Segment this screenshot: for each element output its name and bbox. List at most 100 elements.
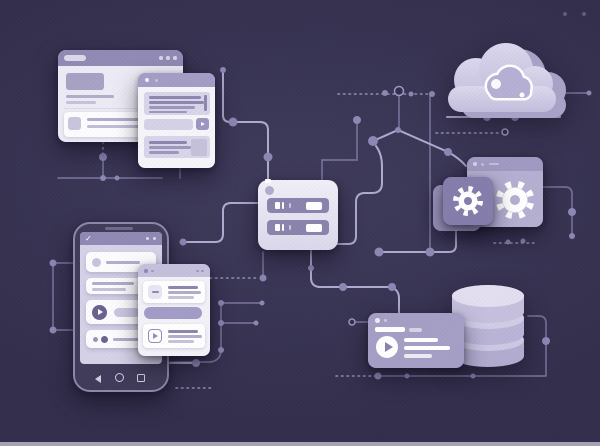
inner-cloud-icon [484,64,533,101]
slot-led [306,201,322,210]
play-icon [384,342,393,352]
skeleton-line [168,286,198,289]
settings-window-titlebar [467,157,543,171]
skeleton-line [404,338,438,342]
nav-recents-icon [137,374,145,382]
skeleton-line [149,101,204,104]
pill [114,308,140,317]
skeleton-line [149,151,179,154]
titlebar-line [489,163,499,165]
hero-block [66,73,104,90]
skeleton-line [149,96,201,99]
title-bar-line [375,327,405,332]
cloud-highlight-dot [491,79,501,89]
nav-home-icon [115,373,124,382]
content-card [144,136,210,158]
gear-icon [453,186,483,216]
skeleton-line [149,146,191,149]
floor-strip [0,442,600,446]
browser-window-back-titlebar [58,50,183,66]
media-row-pill [144,119,193,130]
skeleton-line [87,118,145,121]
window-dot-icon [155,78,158,82]
speaker-bar [105,227,133,230]
window-dot-icon [196,269,199,272]
play-icon [201,121,205,126]
collapse-icon [148,285,162,299]
play-button [376,336,398,358]
check-icon: ✓ [85,234,92,243]
play-icon [152,332,158,339]
slot-glyph [289,225,291,230]
media-window [368,313,464,368]
slot-glyph [275,224,280,231]
skeleton-line [168,335,202,338]
browser-window-front-titlebar [138,73,215,87]
small-dot [101,336,108,343]
skeleton-line [113,338,143,341]
window-dot-icon [473,162,477,166]
skeleton-line [92,282,134,285]
cloud-icon [448,43,566,118]
server-slot [267,220,329,235]
window-dot-icon [384,319,387,322]
panel-card [143,281,205,303]
accent-pill [144,307,202,319]
window-dot-icon [145,78,149,82]
window-dot-icon [375,318,380,323]
skeleton-line [168,330,198,333]
gear-tile [443,177,493,225]
gear-icon [495,180,535,220]
play-icon [98,309,103,315]
skeleton-line [168,296,194,299]
nav-back-icon [95,375,101,383]
slot-glyph [289,203,291,208]
skeleton-line [168,340,194,343]
play-button [92,304,107,320]
window-dot-icon [144,269,148,273]
server-slot [267,198,329,213]
thumbnail-square [68,117,81,130]
skeleton-line [66,101,96,104]
status-dot [146,237,149,240]
small-dot [93,337,98,342]
skeleton-line [404,346,450,350]
window-dot-icon [159,56,163,60]
play-button [148,329,162,343]
window-dot-icon [173,56,177,60]
skeleton-line [149,141,187,144]
slot-led [306,223,322,232]
skeleton-line [106,260,140,264]
window-dot-icon [201,269,204,272]
window-dot-icon [481,162,484,166]
thumbnail-rect [191,138,207,156]
phone-nav [73,368,169,390]
slot-glyph [282,224,284,231]
connector-notch [265,179,271,183]
slot-glyph [275,202,280,209]
skeleton-line [66,95,114,98]
window-dot-icon [151,269,154,272]
app-card-panel [138,264,210,356]
minus-bar [151,291,159,293]
panel-card [143,324,205,348]
skeleton-line [404,354,432,358]
panel-titlebar [138,264,210,277]
play-button [196,118,209,130]
browser-window-front [138,73,215,168]
scrollbar [204,95,207,111]
circuit-node-dots [49,12,592,380]
skeleton-line [168,291,201,294]
skeleton-line [87,125,159,128]
address-pill [64,55,86,61]
skeleton-line [149,106,195,109]
database-icon [452,285,524,367]
slot-glyph [282,202,284,209]
server-box [258,179,338,250]
window-dot-icon [166,56,170,60]
status-dot [153,237,156,240]
cloud-highlight-dot [519,92,525,98]
title-bar-line [409,327,422,332]
phone-statusbar: ✓ [80,232,162,245]
avatar-dot [92,257,101,267]
